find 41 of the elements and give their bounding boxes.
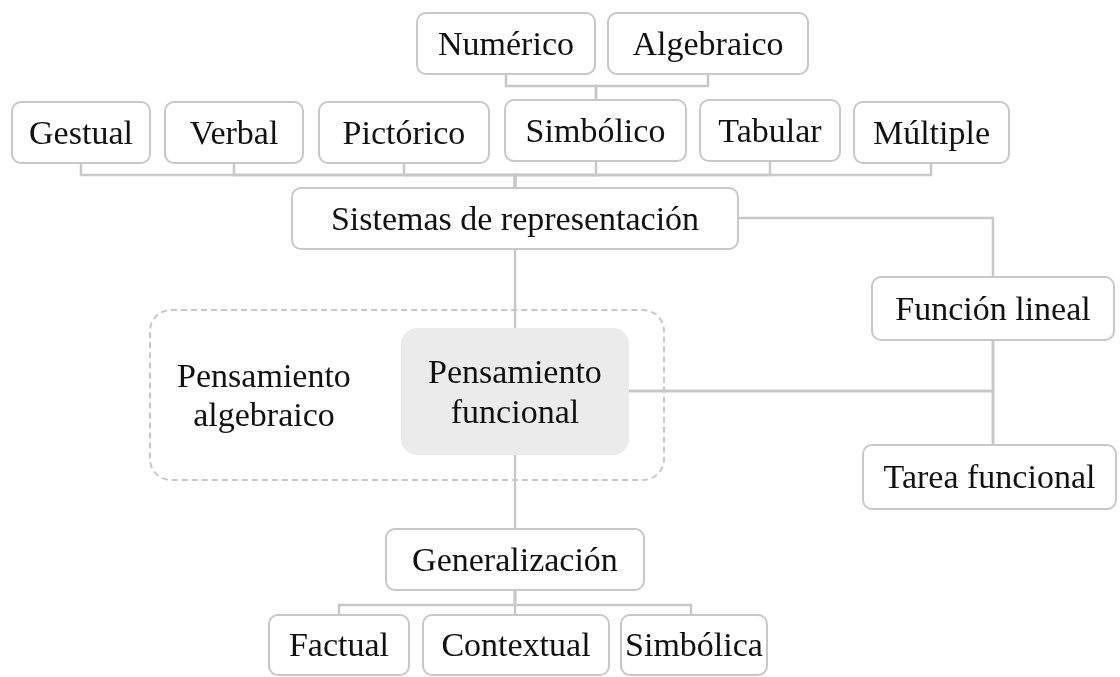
connector-line xyxy=(513,455,517,528)
node-box xyxy=(11,101,151,164)
node-box xyxy=(164,101,304,164)
node-label: Sistemas de representación xyxy=(330,198,700,239)
node-label: Pictórico xyxy=(342,112,466,153)
node-box xyxy=(620,614,768,676)
connector-line xyxy=(594,75,710,99)
node-box xyxy=(318,101,490,164)
connector-line xyxy=(513,250,517,328)
node-box xyxy=(871,276,1115,341)
node-label: Factual xyxy=(288,625,390,665)
node-label: Numérico xyxy=(438,23,574,64)
node-label: Tabular xyxy=(718,110,822,151)
node-box xyxy=(699,99,841,162)
connector-line xyxy=(513,164,933,187)
node-box xyxy=(607,12,809,75)
node-box xyxy=(268,614,410,676)
node-box xyxy=(291,187,739,250)
node-box xyxy=(416,12,596,75)
node-box xyxy=(853,101,1010,164)
connector-line xyxy=(739,216,995,276)
node-label: Simbólica xyxy=(625,625,763,665)
node-label: Simbólico xyxy=(525,110,666,151)
node-label: Múltiple xyxy=(872,112,991,153)
node-label: Gestual xyxy=(29,112,133,153)
node-label: Pensamiento funcional xyxy=(427,352,603,431)
node-label: Tarea funcional xyxy=(883,457,1096,497)
node-box xyxy=(504,99,687,162)
node-label: Contextual xyxy=(441,625,591,665)
dashed-group-box xyxy=(149,309,665,481)
node-label: Verbal xyxy=(189,112,279,153)
node-box xyxy=(862,444,1117,510)
concept-box xyxy=(401,328,629,455)
node-label: Pensamiento algebraico xyxy=(176,355,352,435)
node-label: Función lineal xyxy=(895,288,1091,329)
node-label: Algebraico xyxy=(632,23,784,64)
node-label: Generalización xyxy=(412,539,618,580)
connector-line xyxy=(629,389,995,444)
node-box xyxy=(385,528,645,591)
node-box xyxy=(422,614,610,676)
connector-line xyxy=(513,591,693,614)
